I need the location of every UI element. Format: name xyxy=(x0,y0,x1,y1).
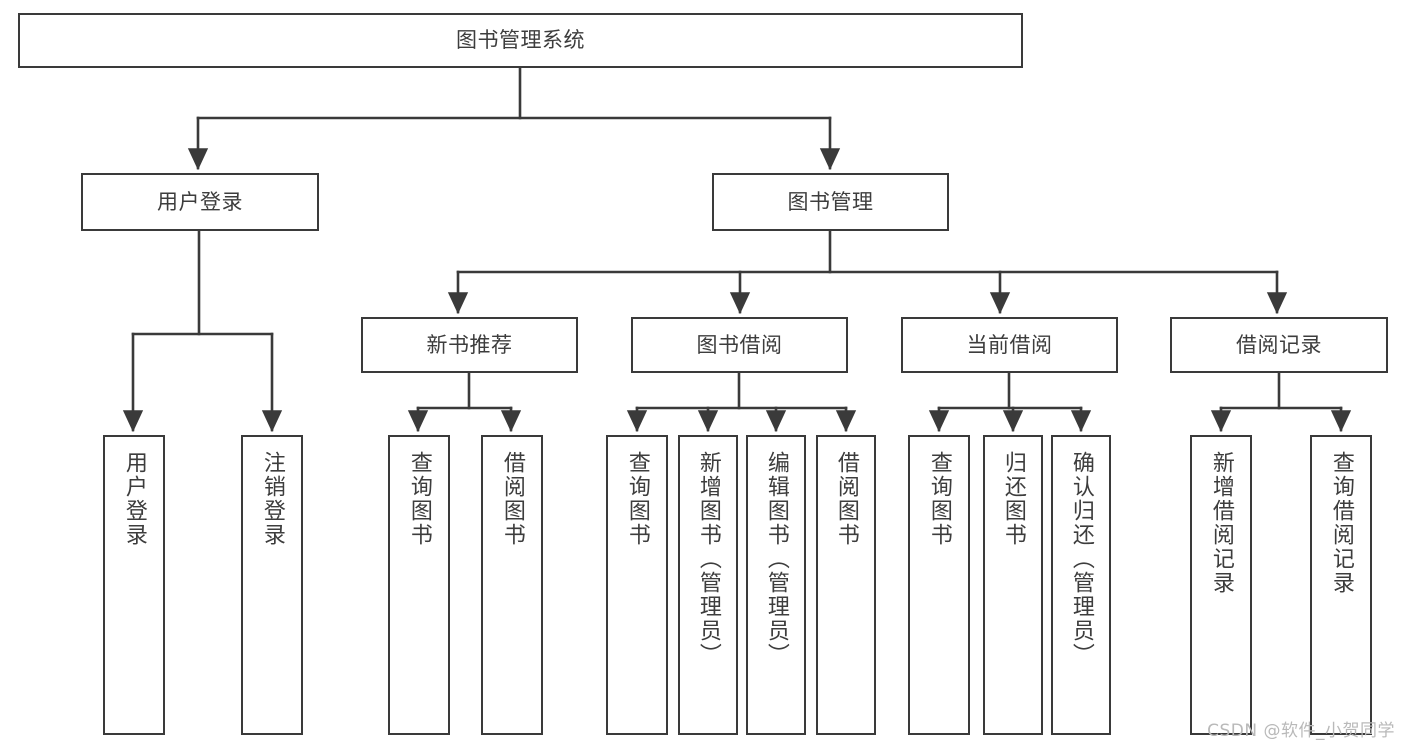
node-leaf-query-book-b[interactable]: 查询图书 xyxy=(606,435,668,735)
node-leaf-add-record[interactable]: 新增借阅记录 xyxy=(1190,435,1252,735)
node-user-login-label: 用户登录 xyxy=(157,189,243,214)
node-borrow-record-label: 借阅记录 xyxy=(1236,332,1322,357)
node-book-borrow[interactable]: 图书借阅 xyxy=(631,317,848,373)
node-leaf-add-book[interactable]: 新增图书（管理员） xyxy=(678,435,738,735)
node-leaf-query-record[interactable]: 查询借阅记录 xyxy=(1310,435,1372,735)
node-leaf-logout-label: 注销登录 xyxy=(259,451,285,547)
node-leaf-confirm-return[interactable]: 确认归还（管理员） xyxy=(1051,435,1111,735)
node-leaf-query-book-a-label: 查询图书 xyxy=(406,451,432,547)
node-new-book-recommend-label: 新书推荐 xyxy=(426,332,513,357)
node-leaf-user-login-label: 用户登录 xyxy=(121,451,147,547)
node-leaf-query-book-c-label: 查询图书 xyxy=(926,451,952,547)
node-leaf-logout[interactable]: 注销登录 xyxy=(241,435,303,735)
csdn-watermark: CSDN @软件_小贺同学 xyxy=(1207,721,1395,741)
node-new-book-recommend[interactable]: 新书推荐 xyxy=(361,317,578,373)
node-leaf-query-book-b-label: 查询图书 xyxy=(624,451,650,547)
node-leaf-borrow-book-a-label: 借阅图书 xyxy=(499,451,525,547)
node-leaf-query-book-a[interactable]: 查询图书 xyxy=(388,435,450,735)
node-leaf-query-book-c[interactable]: 查询图书 xyxy=(908,435,970,735)
node-leaf-borrow-book-b-label: 借阅图书 xyxy=(833,451,859,547)
node-leaf-borrow-book-a[interactable]: 借阅图书 xyxy=(481,435,543,735)
node-book-manage-label: 图书管理 xyxy=(787,189,874,214)
node-book-manage[interactable]: 图书管理 xyxy=(712,173,949,231)
node-current-borrow-label: 当前借阅 xyxy=(966,332,1053,357)
node-leaf-query-record-label: 查询借阅记录 xyxy=(1328,451,1354,595)
node-leaf-user-login[interactable]: 用户登录 xyxy=(103,435,165,735)
node-user-login[interactable]: 用户登录 xyxy=(81,173,319,231)
node-leaf-add-record-label: 新增借阅记录 xyxy=(1208,451,1234,595)
node-root-label: 图书管理系统 xyxy=(456,28,585,53)
node-leaf-borrow-book-b[interactable]: 借阅图书 xyxy=(816,435,876,735)
node-root[interactable]: 图书管理系统 xyxy=(18,13,1023,68)
node-leaf-edit-book-label: 编辑图书（管理员） xyxy=(763,451,789,667)
node-current-borrow[interactable]: 当前借阅 xyxy=(901,317,1118,373)
node-leaf-return-book[interactable]: 归还图书 xyxy=(983,435,1043,735)
node-leaf-return-book-label: 归还图书 xyxy=(1000,451,1026,547)
node-leaf-confirm-return-label: 确认归还（管理员） xyxy=(1068,451,1094,667)
node-book-borrow-label: 图书借阅 xyxy=(696,332,783,357)
node-borrow-record[interactable]: 借阅记录 xyxy=(1170,317,1388,373)
node-leaf-edit-book[interactable]: 编辑图书（管理员） xyxy=(746,435,806,735)
node-leaf-add-book-label: 新增图书（管理员） xyxy=(695,451,721,667)
